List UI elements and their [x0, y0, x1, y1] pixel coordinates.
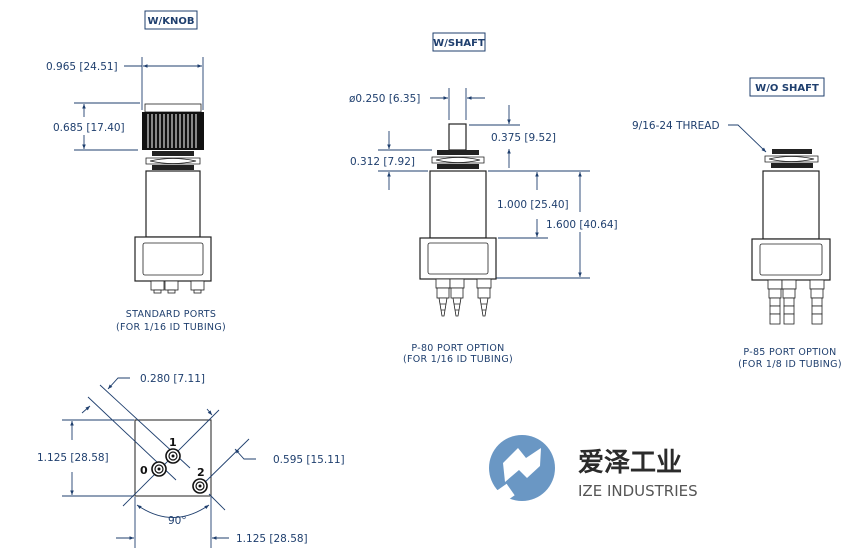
company-logo: 爱泽工业 IZE INDUSTRIES	[486, 435, 698, 510]
panel-nut	[431, 150, 485, 169]
standard-ports	[150, 280, 205, 294]
caption-line2: (FOR 1/8 ID TUBING)	[738, 359, 842, 370]
thread-callout: 9/16-24 THREAD	[632, 120, 720, 132]
p85-ports	[767, 279, 825, 325]
panel-nut	[764, 149, 819, 168]
nut-height-dim: 0.312 [7.92]	[350, 156, 415, 168]
port-number: 0	[140, 464, 148, 477]
caption-line1: STANDARD PORTS	[126, 309, 216, 320]
leader-line	[107, 377, 130, 390]
bottom-height-dim: 1.125 [28.58]	[37, 452, 109, 464]
centerline	[208, 493, 226, 511]
shaft-length-dim: 0.375 [9.52]	[491, 132, 556, 144]
view-label-box	[432, 32, 486, 52]
label-recess	[759, 243, 823, 276]
angle-arc	[136, 504, 210, 518]
caption-line1: P-85 PORT OPTION	[743, 347, 836, 358]
logo-english: IZE INDUSTRIES	[578, 482, 698, 500]
total-height-dim: 1.600 [40.64]	[546, 219, 618, 231]
leader-line	[234, 448, 256, 460]
label-recess	[142, 242, 204, 276]
knob-height-dim: 0.685 [17.40]	[53, 122, 125, 134]
knob-width-dim: 0.965 [24.51]	[46, 61, 118, 73]
diagonal-dim: 0.595 [15.11]	[273, 454, 345, 466]
port-spacing-dim: 0.280 [7.11]	[140, 373, 205, 385]
knob	[142, 112, 204, 150]
port-number: 2	[197, 466, 205, 479]
panel-nut	[145, 151, 201, 170]
valve-body	[429, 170, 487, 239]
port-1: 1	[165, 436, 181, 464]
knob-cap	[144, 103, 202, 113]
view-bottom: 0.280 [7.11] 1.125 [28.58] 0.595 [15.11]…	[37, 373, 345, 548]
caption-line2: (FOR 1/16 ID TUBING)	[116, 322, 226, 333]
view-label: W/SHAFT	[433, 38, 485, 49]
caption-line1: P-80 PORT OPTION	[411, 343, 504, 354]
view-label: W/KNOB	[148, 16, 195, 27]
view-shaft: W/SHAFT ø0.250 [6.35] 0.375 [9.52] 0.312…	[349, 32, 618, 365]
view-knob: W/KNOB 0.965 [24.51] 0.685 [17.40]	[46, 10, 226, 333]
caption-line2: (FOR 1/16 ID TUBING)	[403, 354, 513, 365]
angle-label: 90°	[168, 515, 187, 527]
view-no-shaft: W/O SHAFT 9/16-24 THREAD P-85 PORT OPTIO…	[632, 77, 842, 370]
view-label-box	[749, 77, 825, 97]
port-number: 1	[169, 436, 177, 449]
label-recess	[427, 242, 489, 275]
view-label-box	[144, 10, 198, 30]
p80-ports	[435, 278, 492, 317]
shaft-diameter-dim: ø0.250 [6.35]	[349, 93, 420, 105]
view-label: W/O SHAFT	[755, 83, 819, 94]
port-0: 0	[140, 461, 167, 477]
logo-mark-icon	[486, 435, 555, 510]
valve-body	[762, 170, 820, 240]
dimension-line	[206, 408, 213, 416]
valve-body	[145, 170, 201, 238]
thread-leader	[728, 124, 767, 153]
shaft	[448, 123, 467, 151]
body-height-dim: 1.000 [25.40]	[497, 199, 569, 211]
port-2: 2	[192, 466, 208, 494]
logo-chinese: 爱泽工业	[578, 448, 682, 478]
dimension-line	[81, 405, 91, 414]
bottom-width-dim: 1.125 [28.58]	[236, 533, 308, 545]
